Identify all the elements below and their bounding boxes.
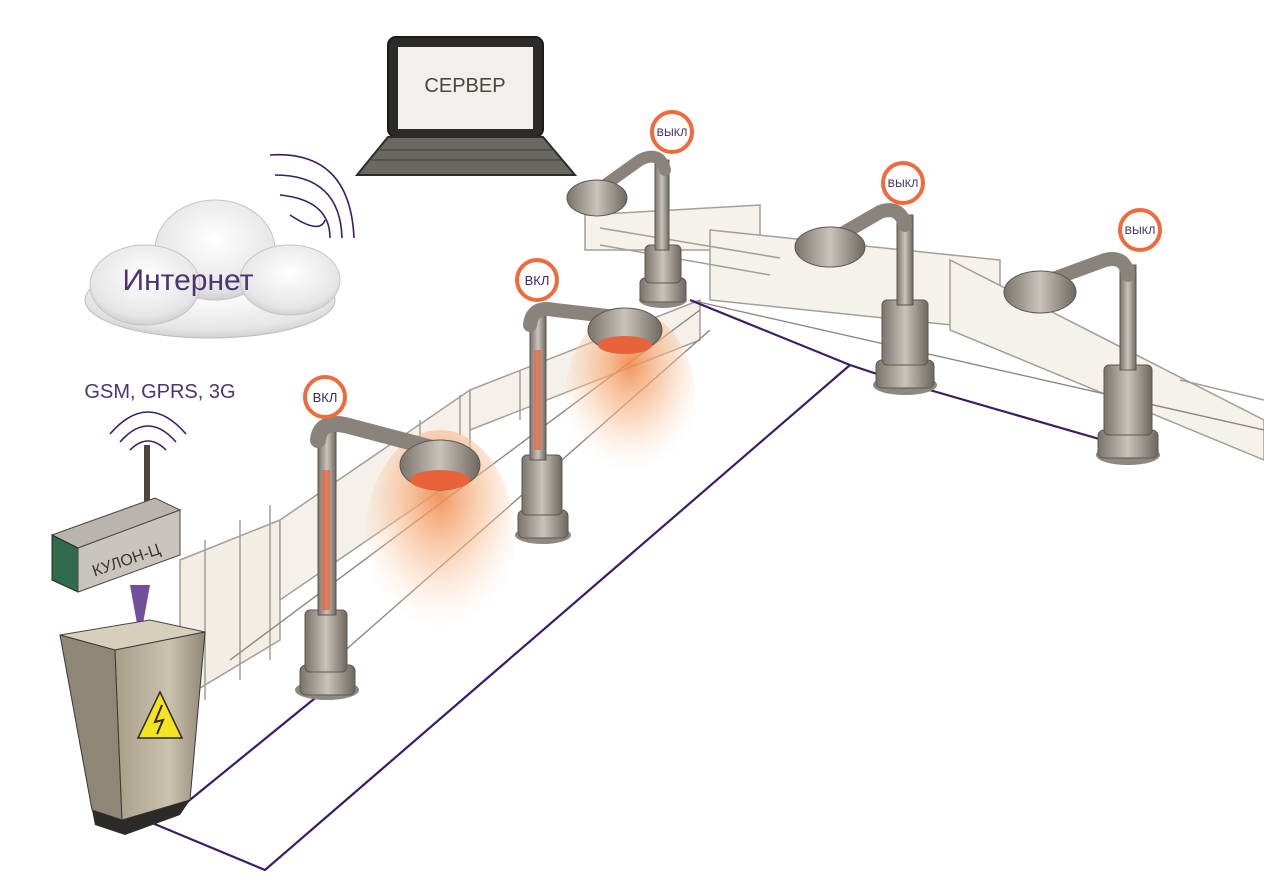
lamp-status-badges: ВКЛ ВКЛ ВЫКЛ ВЫКЛ ВЫКЛ bbox=[303, 110, 1162, 419]
status-text-lamp-3: ВЫКЛ bbox=[657, 127, 688, 139]
controller-device: КУЛОН-Ц bbox=[50, 497, 182, 593]
street-lamp-5 bbox=[1003, 252, 1160, 465]
status-text-lamp-1: ВКЛ bbox=[313, 390, 338, 405]
gsm-signal-icon bbox=[109, 411, 187, 451]
high-voltage-warning-icon bbox=[136, 690, 184, 739]
street-lamp-2 bbox=[515, 302, 663, 544]
glow-lamp-2 bbox=[565, 310, 695, 490]
status-badge-lamp-3: ВЫКЛ bbox=[650, 110, 694, 154]
server-laptop: СЕРВЕР bbox=[354, 36, 578, 176]
wifi-signal-icon bbox=[269, 153, 355, 239]
street-lamp-4 bbox=[794, 203, 937, 395]
internet-label: Интернет bbox=[123, 264, 254, 297]
cable-to-lamp-1 bbox=[179, 689, 326, 809]
connection-arrow bbox=[130, 585, 150, 640]
street-lamp-3 bbox=[566, 150, 687, 308]
status-badge-lamp-4: ВЫКЛ bbox=[881, 161, 925, 205]
cable-far bbox=[894, 378, 1121, 447]
glow-lamp-1 bbox=[365, 430, 515, 650]
status-text-lamp-5: ВЫКЛ bbox=[1125, 225, 1156, 237]
antenna bbox=[144, 445, 150, 505]
light-glows bbox=[365, 310, 695, 650]
server-label: СЕРВЕР bbox=[424, 75, 505, 97]
status-text-lamp-4: ВЫКЛ bbox=[888, 178, 919, 190]
electrical-cabinet bbox=[59, 619, 206, 835]
status-badge-lamp-1: ВКЛ bbox=[303, 375, 347, 419]
cable-main bbox=[144, 364, 851, 872]
status-badge-lamp-2: ВКЛ bbox=[515, 258, 559, 302]
status-text-lamp-2: ВКЛ bbox=[525, 273, 550, 288]
street-lamp-1 bbox=[295, 416, 481, 700]
gsm-label: GSM, GPRS, 3G bbox=[84, 381, 235, 403]
internet-cloud: Интернет bbox=[84, 199, 341, 339]
status-badge-lamp-5: ВЫКЛ bbox=[1118, 208, 1162, 252]
